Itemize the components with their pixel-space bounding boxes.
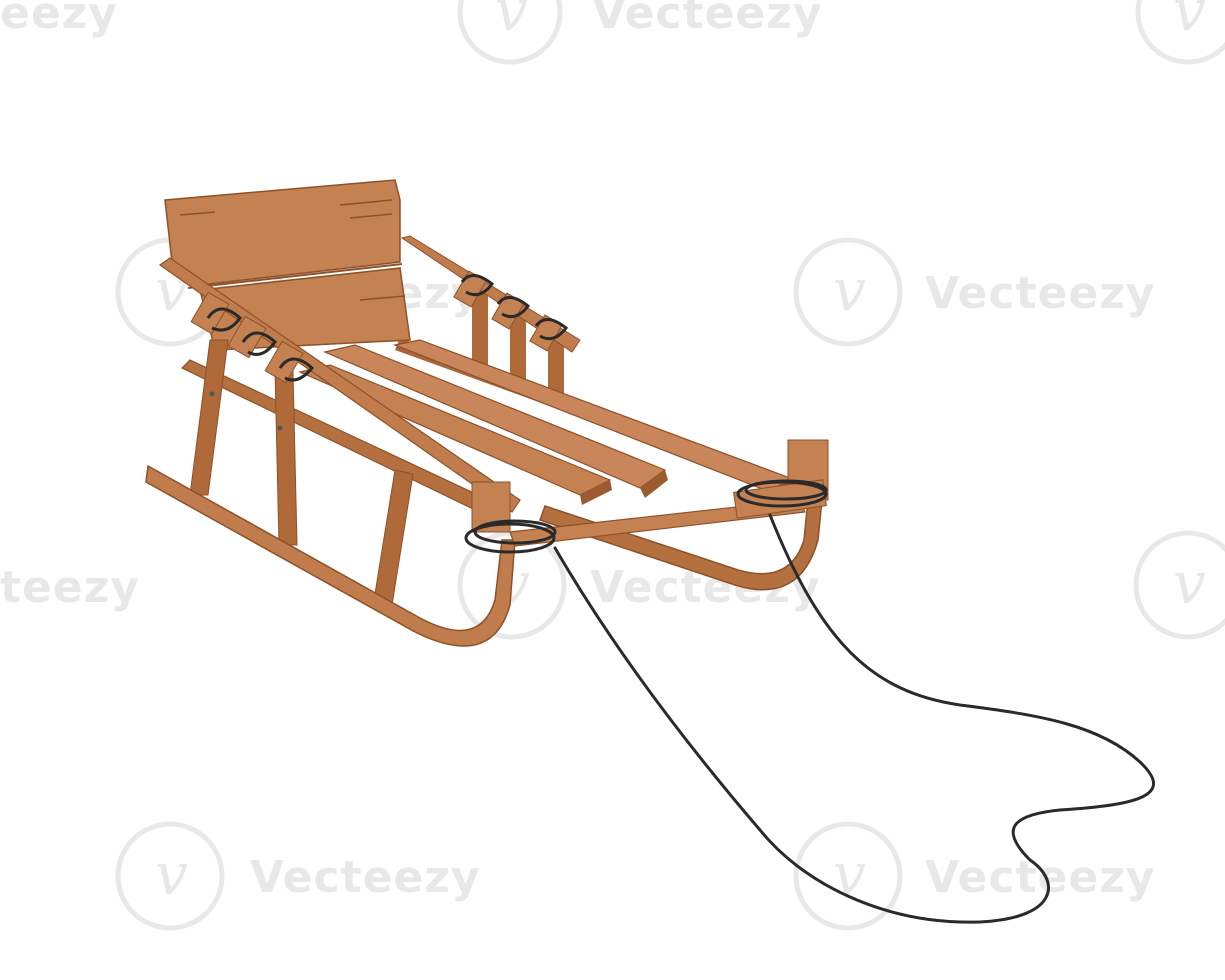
sled	[145, 179, 829, 647]
front-crossbar	[509, 499, 806, 547]
watermark-text: Vecteezy	[925, 268, 1156, 319]
watermark-logo-glyph: v	[1173, 0, 1206, 44]
pull-rope	[553, 513, 1155, 924]
watermark-text: Vecteezy	[925, 852, 1156, 903]
watermark-text: eezy	[0, 0, 118, 39]
watermark-logo-glyph: v	[155, 840, 188, 908]
left-runner	[145, 464, 516, 647]
backrest	[164, 179, 411, 351]
watermark-logo-glyph: v	[1173, 549, 1206, 617]
watermark-text: teezy	[0, 562, 140, 613]
watermark-logo-glyph: v	[495, 0, 528, 44]
rope-bindings	[206, 274, 828, 554]
left-post	[274, 369, 298, 546]
watermark-logo-glyph: v	[833, 256, 866, 324]
seat-slats	[298, 339, 792, 505]
watermark-text: Vecteezy	[592, 0, 823, 39]
left-post	[189, 339, 229, 496]
right-post	[510, 310, 526, 385]
watermark-text: Vecteezy	[250, 852, 481, 903]
right-post	[548, 330, 564, 405]
right-post	[472, 290, 488, 365]
left-post	[373, 469, 414, 606]
